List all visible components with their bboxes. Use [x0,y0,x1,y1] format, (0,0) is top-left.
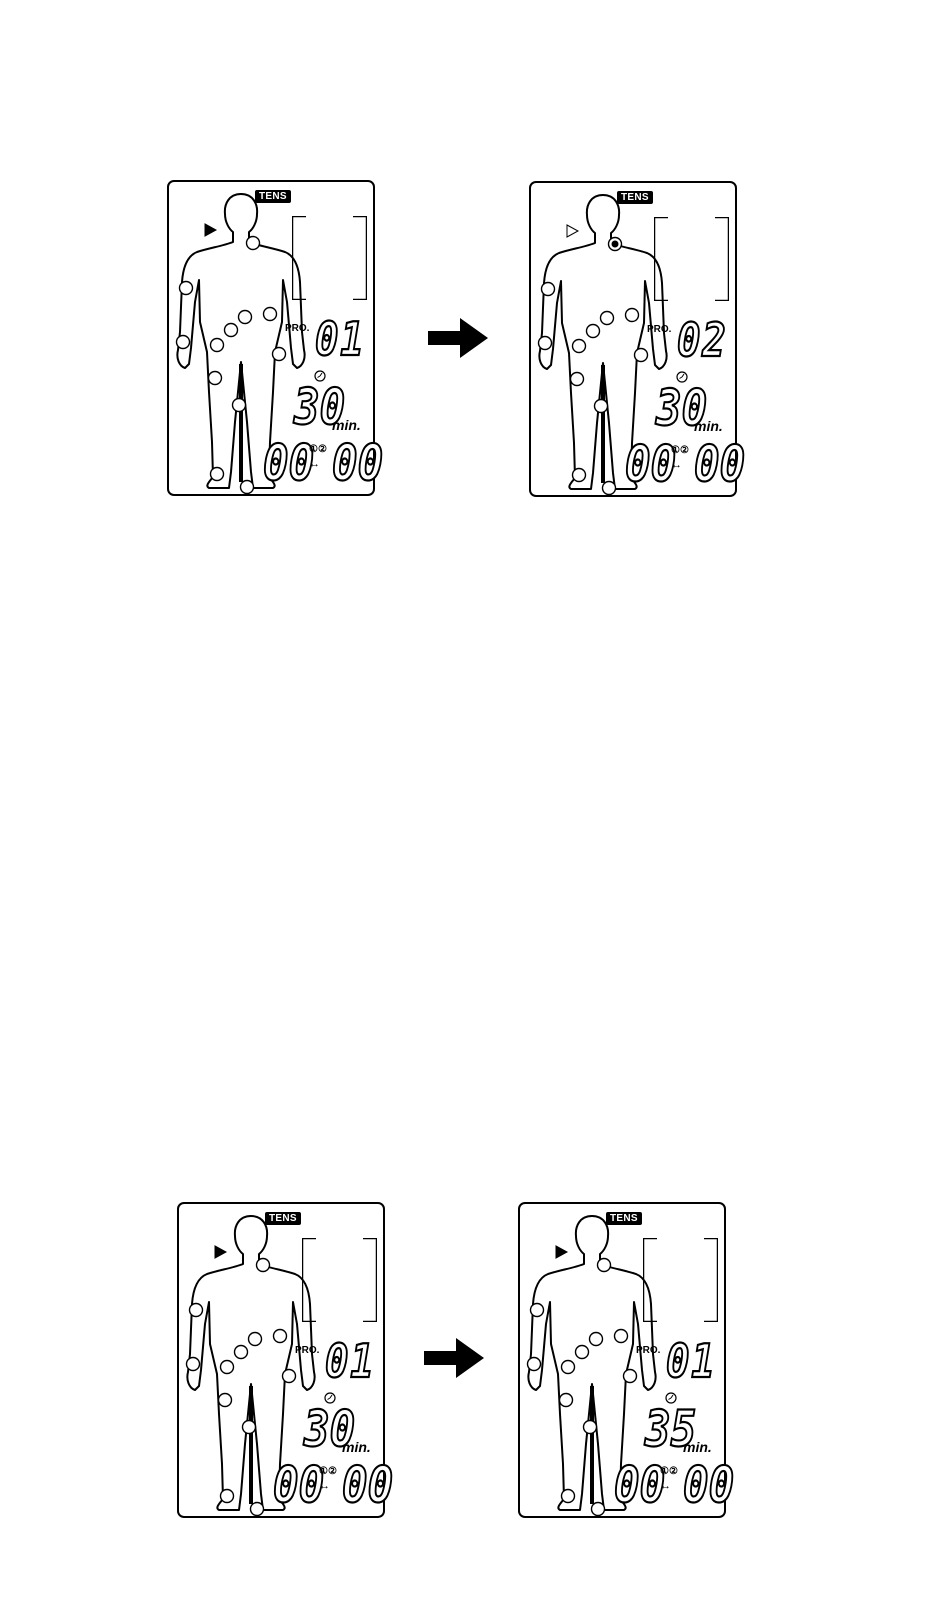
circle-electrode-icon [571,373,584,386]
minutes-unit: min. [683,1439,712,1455]
active-electrode-dot [612,241,619,248]
pro-label: PRO. [285,323,309,334]
display-bracket [654,217,729,301]
minutes-unit: min. [694,418,723,434]
circle-electrode-icon [615,1330,628,1343]
channel-2-intensity: 00 [342,1460,393,1510]
circle-electrode-icon [219,1394,232,1407]
circle-electrode-icon [225,324,238,337]
triangle-pointer-icon [567,225,578,237]
circle-electrode-icon [562,1490,575,1503]
circle-electrode-icon [211,339,224,352]
triangle-pointer-icon [556,1246,567,1258]
circle-electrode-icon [249,1333,262,1346]
circle-electrode-icon [190,1304,203,1317]
display-bracket [292,216,367,300]
channel-1-intensity: 00 [273,1460,324,1510]
circle-electrode-icon [584,1421,597,1434]
circle-electrode-icon [528,1358,541,1371]
circle-electrode-icon [247,237,260,250]
circle-electrode-icon [603,482,616,495]
lcd-panel-bottom-right: TENS PRO. 01 35 min. 00 ①② ↔ 00 [518,1202,726,1518]
lcd-panel-top-right: TENS PRO. 02 30 min. 00 ①② ↔ 00 [529,181,737,497]
circle-electrode-icon [576,1346,589,1359]
circle-electrode-icon [626,309,639,322]
channel-marks: ①② [309,444,327,455]
minutes-unit: min. [332,417,361,433]
circle-electrode-icon [601,312,614,325]
circle-electrode-icon [587,325,600,338]
circle-electrode-icon [239,311,252,324]
circle-electrode-icon [257,1259,270,1272]
channel-2-intensity: 00 [683,1460,734,1510]
circle-electrode-icon [209,372,222,385]
channel-2-intensity: 00 [694,439,745,489]
circle-electrode-icon [542,283,555,296]
tens-badge: TENS [606,1212,642,1225]
circle-electrode-icon [233,399,246,412]
right-arrow-icon [424,1338,484,1378]
circle-electrode-icon [624,1370,637,1383]
circle-electrode-icon [590,1333,603,1346]
lcd-panel-bottom-left: TENS PRO. 01 30 min. 00 ①② ↔ 00 [177,1202,385,1518]
right-arrow-icon [428,318,488,358]
tens-badge: TENS [617,191,653,204]
channel-arrow-icon: ↔ [309,458,320,470]
circle-electrode-icon [539,337,552,350]
circle-electrode-icon [177,336,190,349]
channel-2-intensity: 00 [332,438,383,488]
program-number: 01 [325,1338,375,1384]
tens-badge: TENS [255,190,291,203]
lcd-panel-top-left: TENS PRO. 01 30 min. 00 ①② ↔ 00 [167,180,375,496]
circle-electrode-icon [573,340,586,353]
circle-electrode-icon [235,1346,248,1359]
triangle-pointer-icon [215,1246,226,1258]
circle-electrode-icon [187,1358,200,1371]
channel-1-intensity: 00 [614,1460,665,1510]
channel-arrow-icon: ↔ [319,1480,330,1492]
triangle-pointer-icon [205,224,216,236]
circle-electrode-icon [211,468,224,481]
program-number: 01 [315,316,365,362]
circle-electrode-icon [251,1503,264,1516]
program-number: 02 [677,317,727,363]
circle-electrode-icon [635,349,648,362]
circle-electrode-icon [180,282,193,295]
circle-electrode-icon [592,1503,605,1516]
channel-1-intensity: 00 [263,438,314,488]
channel-arrow-icon: ↔ [660,1480,671,1492]
circle-electrode-icon [598,1259,611,1272]
channel-marks: ①② [660,1466,678,1477]
circle-electrode-icon [595,400,608,413]
minutes-unit: min. [342,1439,371,1455]
pro-label: PRO. [636,1345,660,1356]
pro-label: PRO. [295,1345,319,1356]
circle-electrode-icon [531,1304,544,1317]
circle-electrode-icon [221,1490,234,1503]
circle-electrode-icon [273,348,286,361]
circle-electrode-icon [283,1370,296,1383]
display-bracket [643,1238,718,1322]
circle-electrode-icon [264,308,277,321]
tens-badge: TENS [265,1212,301,1225]
program-number: 01 [666,1338,716,1384]
circle-electrode-icon [241,481,254,494]
circle-electrode-icon [562,1361,575,1374]
pro-label: PRO. [647,324,671,335]
circle-electrode-icon [560,1394,573,1407]
channel-marks: ①② [319,1466,337,1477]
channel-1-intensity: 00 [625,439,676,489]
channel-arrow-icon: ↔ [671,459,682,471]
channel-marks: ①② [671,445,689,456]
circle-electrode-icon [221,1361,234,1374]
circle-electrode-icon [274,1330,287,1343]
circle-electrode-icon [243,1421,256,1434]
circle-electrode-icon [573,469,586,482]
display-bracket [302,1238,377,1322]
